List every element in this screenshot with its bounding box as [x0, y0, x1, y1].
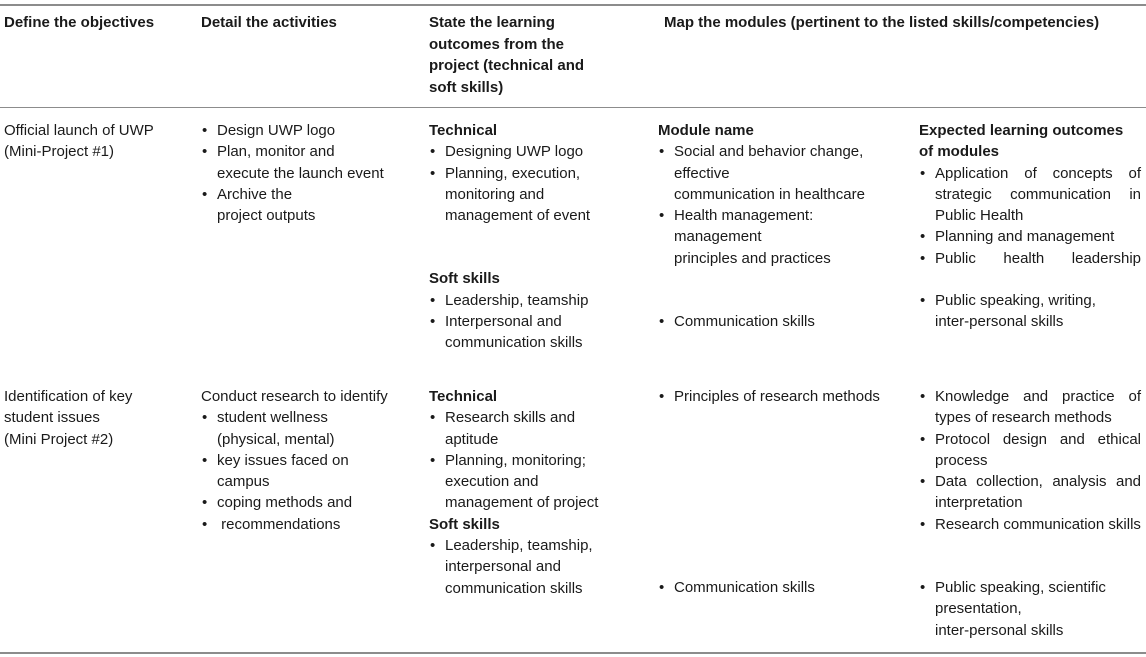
list-item: student wellness(physical, mental) [201, 407, 416, 450]
list-item: Design UWP logo [201, 120, 416, 142]
row2-soft-list: Leadership, teamship,interpersonal andco… [429, 535, 629, 599]
row2-objective-line: (Mini Project #2) [4, 430, 114, 448]
table-top-rule [0, 4, 1146, 6]
list-item: recommendations [201, 514, 416, 536]
list-item: Communication skills [658, 311, 898, 333]
row2-activity-intro: Conduct research to identify [201, 388, 388, 405]
list-item: Planning, execution,monitoring andmanage… [429, 163, 629, 227]
row1-expected-soft-list: Public speaking, writing,inter-personal … [919, 290, 1141, 333]
row1-expected: Expected learning outcomes of modules Ap… [919, 120, 1141, 333]
list-item: Planning and management [919, 226, 1141, 248]
spacer [658, 269, 898, 311]
row1-objective-line: (Mini-Project #1) [4, 143, 115, 161]
row2-module-list: Principles of research methods [658, 386, 898, 408]
row1-modules: Module name Social and behavior change,e… [658, 120, 898, 333]
row1-soft-list: Leadership, teamship Interpersonal andco… [429, 290, 629, 354]
row1-outcomes: Technical Designing UWP logo Planning, e… [429, 120, 629, 354]
row2-objective-line: Identification of key [4, 388, 133, 405]
technical-label: Technical [429, 122, 498, 139]
expected-outcomes-label: Expected learning outcomes of modules [919, 122, 1124, 161]
list-item: Social and behavior change,effectivecomm… [658, 141, 898, 205]
row2-activity-list: student wellness(physical, mental) key i… [201, 407, 416, 535]
list-item: Designing UWP logo [429, 141, 629, 163]
list-item: coping methods and [201, 492, 416, 514]
row1-activity-list: Design UWP logo Plan, monitor andexecute… [201, 120, 416, 226]
row2-objective: Identification of key student issues (Mi… [4, 386, 189, 450]
soft-skills-label: Soft skills [429, 270, 500, 288]
spacer [429, 226, 629, 268]
row1-technical-list: Designing UWP logo Planning, execution,m… [429, 141, 629, 226]
technical-label: Technical [429, 388, 498, 405]
row1-objective: Official launch of UWP (Mini-Project #1) [4, 120, 189, 163]
header-objectives: Define the objectives [4, 14, 155, 31]
module-name-label: Module name [658, 122, 754, 139]
list-item: Leadership, teamship [429, 290, 629, 312]
list-item: Data collection, analysis andinterpretat… [919, 471, 1141, 514]
soft-skills-label: Soft skills [429, 515, 500, 533]
row2-module-soft-list: Communication skills [658, 577, 898, 599]
row2-activities: Conduct research to identify student wel… [201, 386, 416, 535]
header-modules: Map the modules (pertinent to the listed… [664, 14, 1100, 31]
header-activities: Detail the activities [201, 14, 337, 31]
spacer [658, 407, 898, 577]
list-item: Research communication skills [919, 514, 1141, 536]
row2-modules: Principles of research methods Communica… [658, 386, 898, 599]
row1-module-soft-list: Communication skills [658, 311, 898, 333]
row1-activities: Design UWP logo Plan, monitor andexecute… [201, 120, 416, 226]
list-item: Leadership, teamship,interpersonal andco… [429, 535, 629, 599]
list-item: Planning, monitoring;execution andmanage… [429, 450, 629, 514]
spacer [919, 535, 1141, 577]
list-item: Principles of research methods [658, 386, 898, 408]
table-bottom-rule [0, 652, 1146, 654]
row1-objective-line: Official launch of UWP [4, 122, 154, 139]
row2-expected-soft-list: Public speaking, scientificpresentation,… [919, 577, 1141, 641]
header-rule [0, 107, 1146, 108]
list-item: Public speaking, writing,inter-personal … [919, 290, 1141, 333]
row1-module-list: Social and behavior change,effectivecomm… [658, 141, 898, 269]
spacer [919, 269, 1141, 290]
row2-objective-line: student issues [4, 409, 100, 427]
list-item: Communication skills [658, 577, 898, 599]
list-item: Public speaking, scientificpresentation,… [919, 577, 1141, 641]
list-item: Public health leadership [919, 248, 1141, 270]
header-outcomes: State the learning outcomes from the pro… [429, 14, 585, 96]
